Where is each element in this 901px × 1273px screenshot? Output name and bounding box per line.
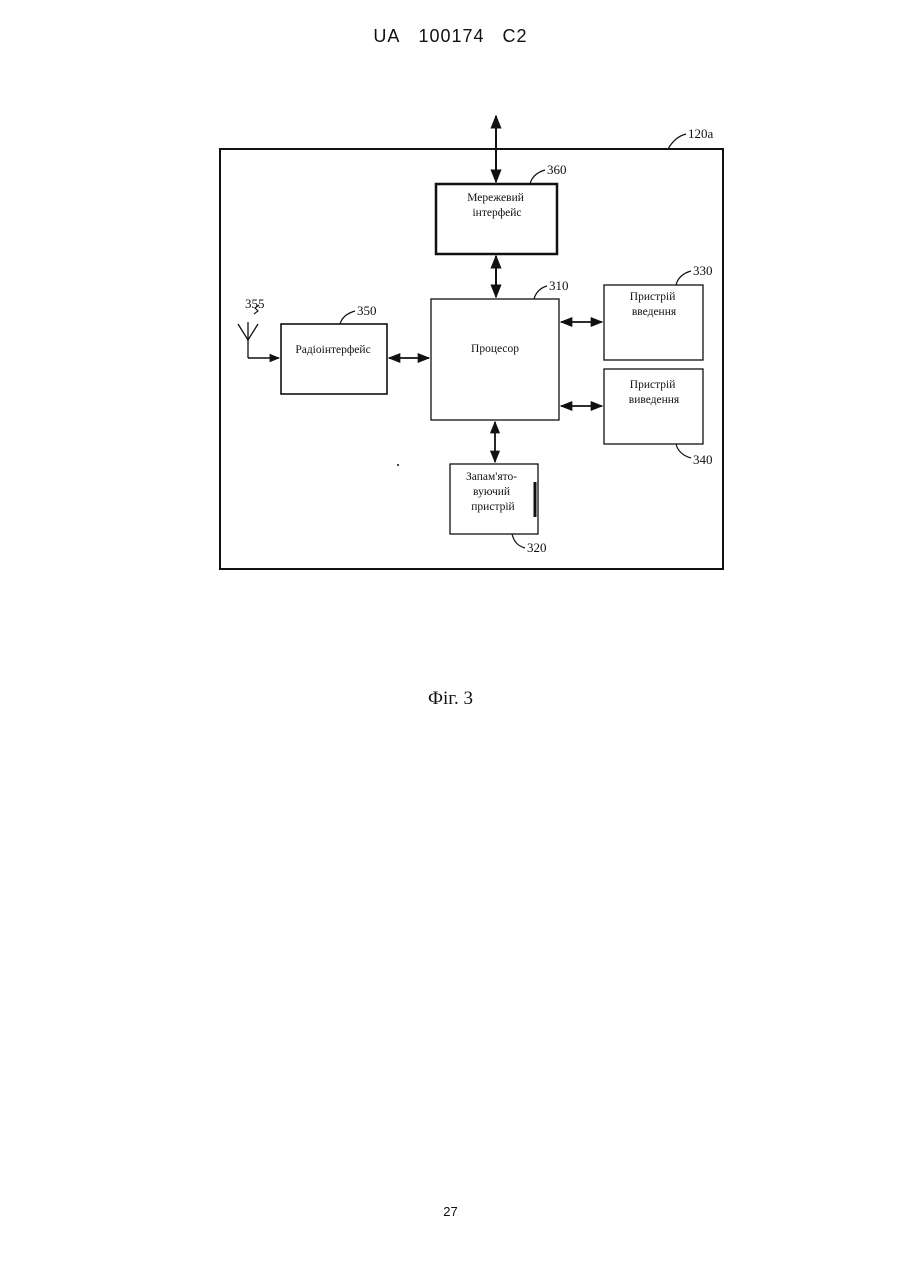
output-device-line-2: виведення (629, 394, 680, 406)
output-device-ref: 340 (693, 452, 713, 467)
radio-interface-block (281, 324, 387, 394)
memory-line-3: пристрій (471, 501, 514, 513)
memory-ref-leader (512, 534, 525, 548)
output-device-line-1: Пристрій (630, 379, 676, 391)
input-device-ref-leader (676, 271, 691, 285)
block-diagram: 120a Мережевий інтерфейс 360 Процесор 31… (0, 0, 901, 640)
memory-line-2: вуючий (473, 486, 510, 498)
processor-ref-leader (534, 286, 547, 299)
memory-ref: 320 (527, 540, 547, 555)
device-ref-leader (668, 134, 686, 149)
antenna-ref: 355 (245, 296, 265, 311)
memory-label: Запам'ято- вуючий пристрій (466, 471, 520, 513)
network-interface-line-2: інтерфейс (472, 207, 521, 219)
network-interface-line-1: Мережевий (467, 192, 524, 204)
memory-line-1: Запам'ято- (466, 471, 517, 483)
input-device-line-2: введення (632, 306, 677, 318)
radio-interface-label: Радіоінтерфейс (295, 344, 370, 356)
page-number: 27 (0, 1204, 901, 1219)
processor-block (431, 299, 559, 420)
network-interface-ref: 360 (547, 162, 567, 177)
figure-caption: Фіг. 3 (0, 688, 901, 710)
input-device-ref: 330 (693, 263, 713, 278)
input-device-line-1: Пристрій (630, 291, 676, 303)
processor-label: Процесор (471, 343, 519, 355)
network-interface-ref-leader (530, 170, 545, 184)
processor-ref: 310 (549, 278, 569, 293)
device-ref-label: 120a (688, 126, 714, 141)
radio-interface-ref-leader (340, 311, 355, 324)
scan-dot (397, 464, 399, 466)
antenna-icon (238, 322, 258, 358)
radio-interface-ref: 350 (357, 303, 377, 318)
output-device-ref-leader (676, 444, 691, 458)
